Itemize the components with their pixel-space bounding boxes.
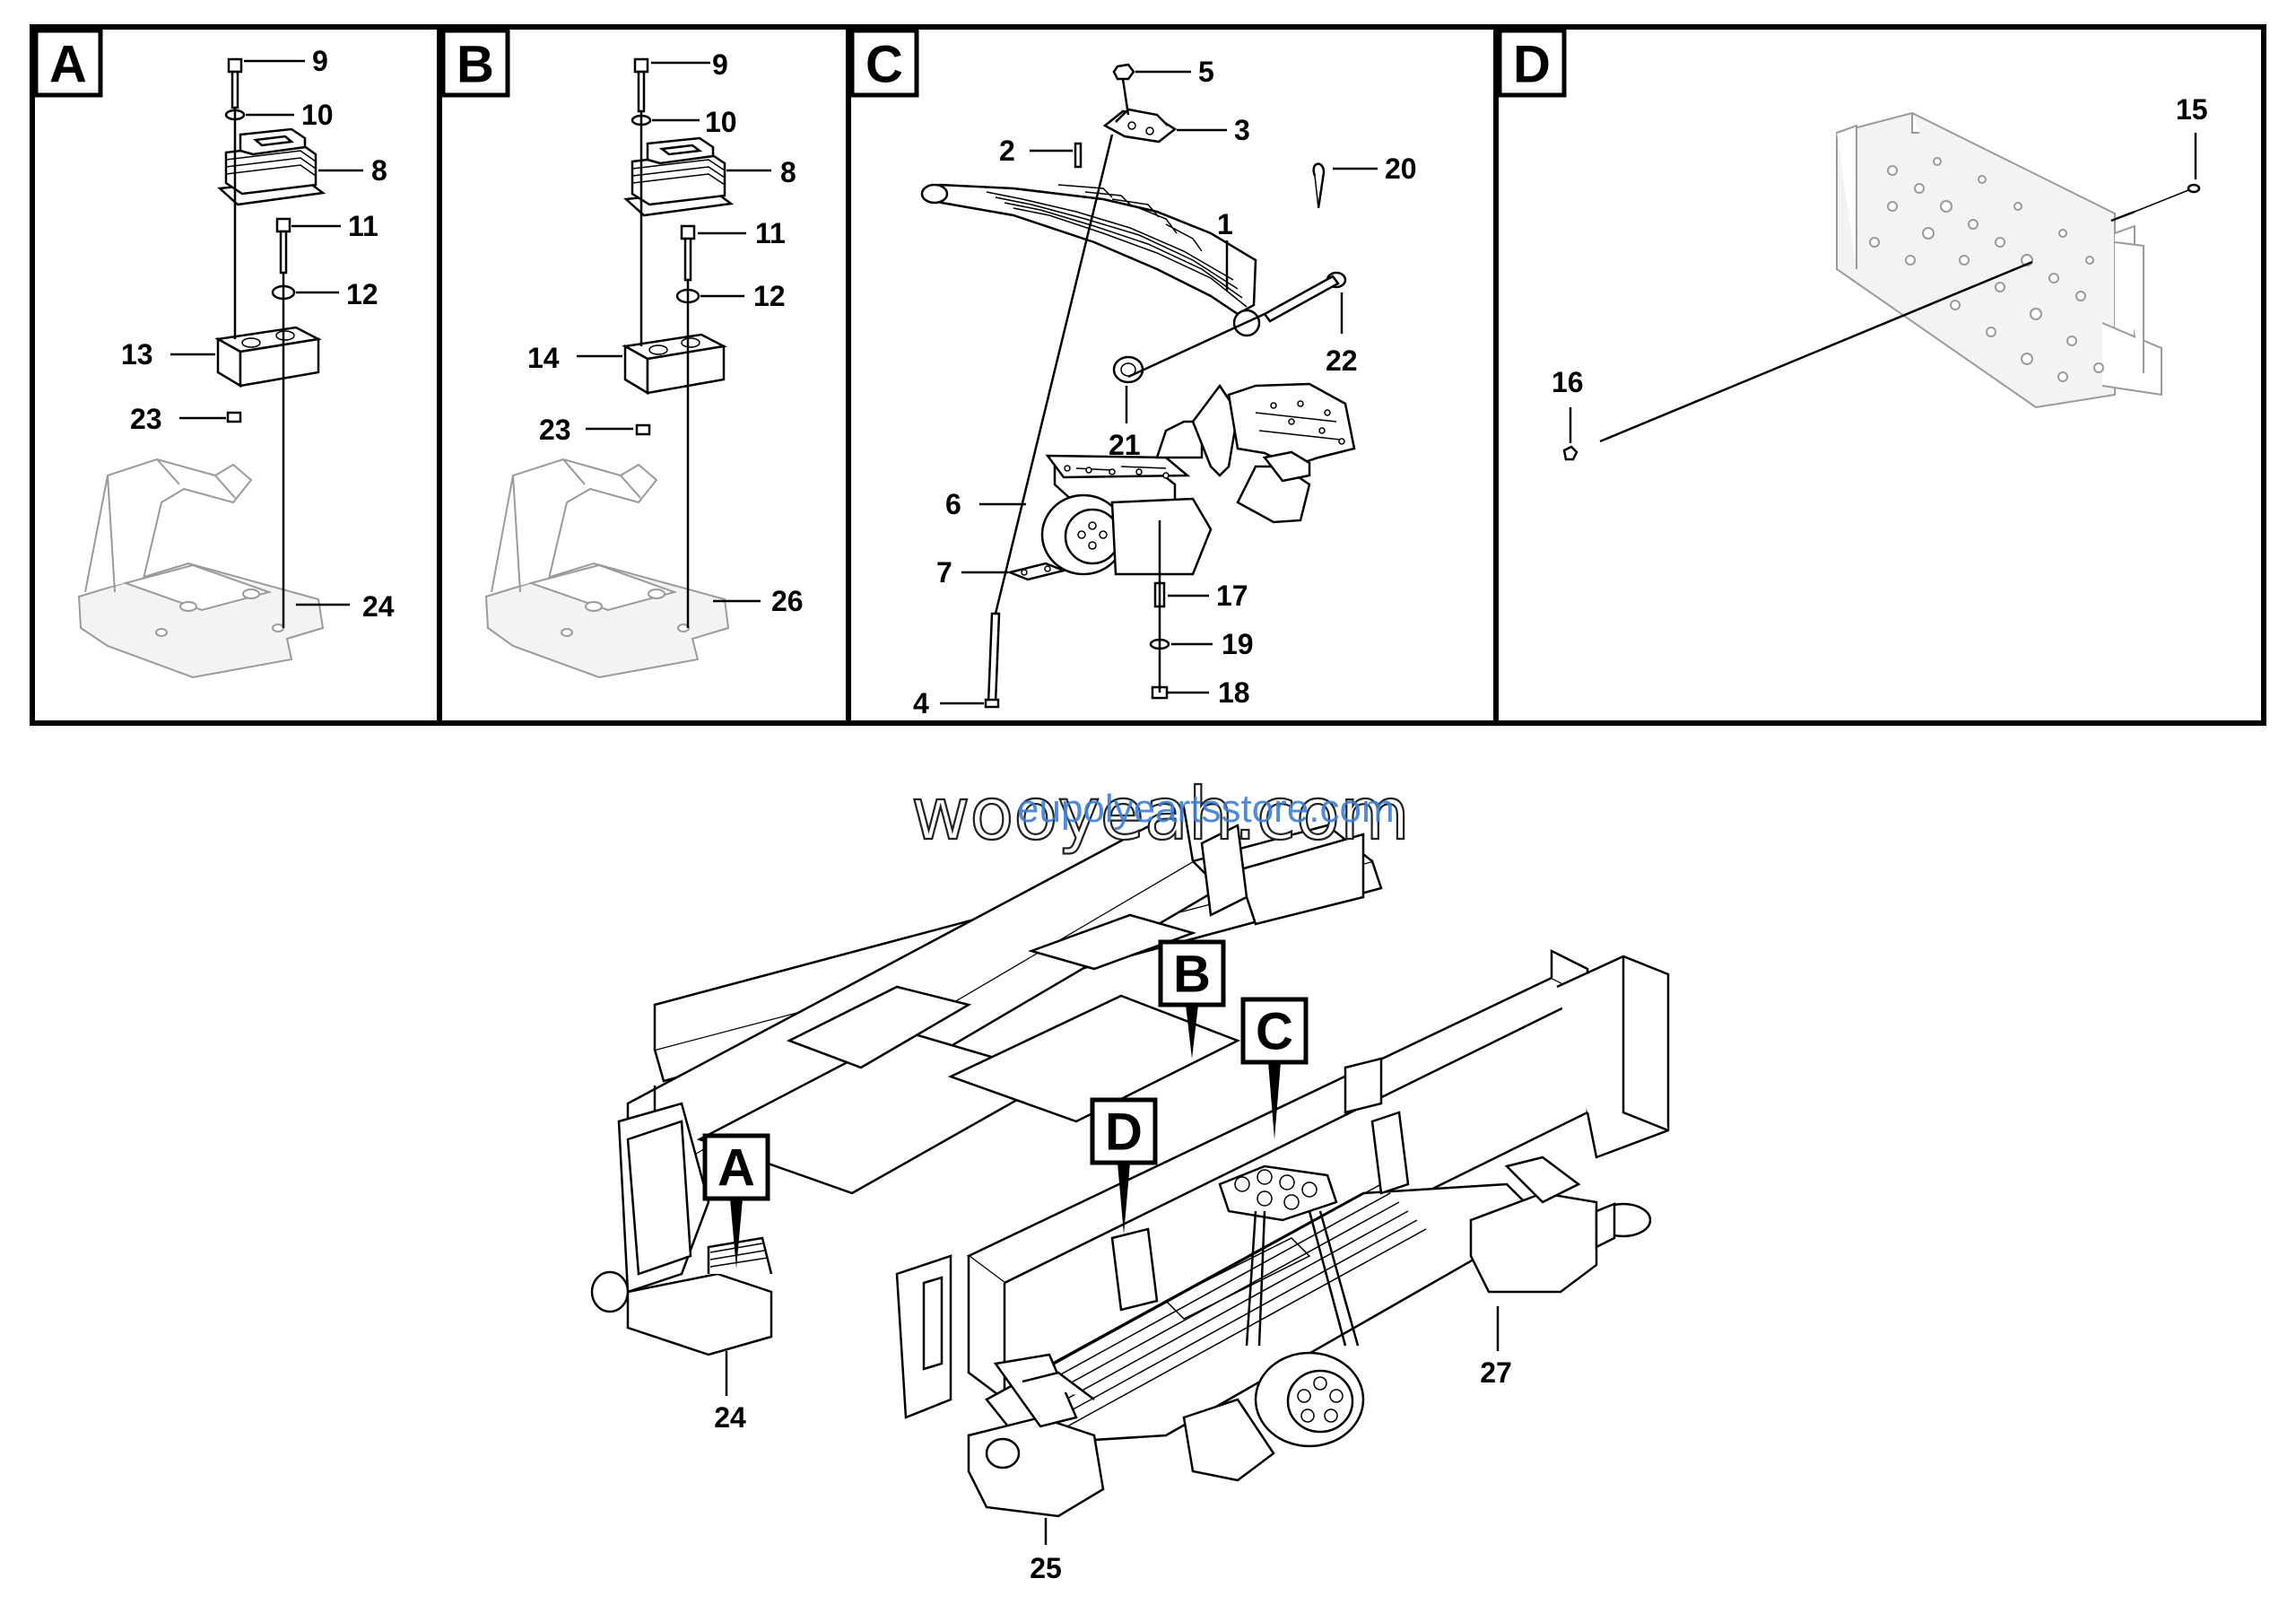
callout-10: 10 — [301, 99, 334, 131]
overview-tag-b: B — [1158, 939, 1226, 1059]
nut-16 — [1562, 445, 1578, 461]
callout-4: 4 — [913, 687, 929, 719]
callout-12: 12 — [346, 278, 378, 310]
frame-plate — [1836, 111, 2162, 409]
clamp-plate-7 — [1005, 562, 1068, 581]
left-bracket-overview — [895, 1254, 952, 1419]
chassis-overview: B C D A 24 27 25 — [590, 806, 1670, 1584]
nut-23 — [226, 411, 242, 423]
callout-12: 12 — [753, 280, 786, 312]
left-end-plate — [617, 1102, 710, 1294]
callout-11: 11 — [755, 217, 786, 249]
buffer-24-overview — [590, 1236, 773, 1356]
overview-callout-27: 27 — [1480, 1356, 1512, 1389]
callout-21: 21 — [1109, 429, 1141, 461]
bolt-11 — [275, 217, 291, 275]
callout-7: 7 — [936, 556, 952, 589]
callout-1: 1 — [1217, 208, 1233, 240]
axle-hub-overview — [1182, 1351, 1365, 1482]
mount-bracket-24 — [77, 458, 325, 679]
rubber-buffer-8 — [217, 127, 326, 206]
callout-20: 20 — [1385, 153, 1417, 185]
panel-b-tag: B — [440, 28, 510, 98]
spring-hanger — [1155, 382, 1356, 524]
u-bolt-4 — [984, 612, 1001, 709]
panel-a: A — [33, 28, 395, 679]
frame-plate-d-overview — [1110, 1057, 1410, 1312]
svg-text:B: B — [1173, 946, 1211, 1004]
callout-22: 22 — [1326, 344, 1358, 377]
overview-callout-24: 24 — [714, 1401, 746, 1434]
panel-d-tag: D — [1497, 28, 1567, 98]
svg-text:A: A — [718, 1139, 755, 1198]
panel-d: D — [1497, 28, 2208, 461]
callout-24: 24 — [362, 590, 395, 623]
callout-16: 16 — [1552, 366, 1584, 398]
panel-b: B — [440, 28, 804, 679]
nut-23 — [635, 423, 651, 436]
svg-text:C: C — [865, 36, 903, 94]
callout-26: 26 — [771, 585, 804, 617]
bolt-15 — [2134, 183, 2201, 213]
callout-15: 15 — [2176, 93, 2208, 126]
panel-a-tag: A — [33, 28, 103, 98]
leaf-spring-1 — [920, 183, 1261, 337]
callout-9: 9 — [312, 45, 328, 77]
svg-text:A: A — [49, 36, 87, 94]
bolt-11 — [680, 224, 696, 282]
pin-2 — [1074, 142, 1083, 169]
overview-tag-c: C — [1240, 997, 1309, 1139]
callout-23: 23 — [539, 414, 571, 446]
svg-text:wooyeah.com: wooyeah.com — [911, 772, 1410, 856]
rubber-buffer-8 — [623, 136, 735, 217]
overview-callout-25: 25 — [1030, 1552, 1062, 1584]
callout-2: 2 — [999, 135, 1015, 167]
callout-6: 6 — [945, 488, 961, 520]
center-crossmember — [696, 913, 1241, 1195]
axle-seat-6 — [1040, 454, 1213, 576]
bracket-27-overview — [1469, 1155, 1652, 1294]
callout-14: 14 — [527, 342, 560, 374]
retaining-pin-20 — [1312, 162, 1326, 209]
svg-text:C: C — [1256, 1003, 1293, 1061]
callout-17: 17 — [1216, 580, 1248, 612]
callout-11: 11 — [348, 210, 378, 242]
svg-text:B: B — [457, 36, 494, 94]
mount-bracket-26 — [484, 458, 730, 679]
svg-text:D: D — [1513, 36, 1551, 94]
spring-cap-3 — [1102, 108, 1178, 144]
callout-23: 23 — [130, 403, 162, 435]
bolt-9 — [633, 57, 649, 113]
block-13 — [214, 326, 322, 388]
block-14 — [622, 333, 727, 396]
callout-8: 8 — [780, 156, 796, 188]
bushing-21 — [1112, 355, 1144, 384]
callout-8: 8 — [371, 154, 387, 187]
bolt-9 — [227, 57, 243, 109]
callout-9: 9 — [712, 48, 728, 81]
callout-10: 10 — [705, 106, 737, 138]
shackle-bolt-22 — [1263, 271, 1347, 323]
overview-tag-d: D — [1090, 1097, 1158, 1234]
callout-18: 18 — [1218, 676, 1250, 709]
overview-tag-a: A — [702, 1133, 770, 1269]
bracket-25-overview — [967, 1353, 1105, 1518]
watermark: wooyeah.com eupolyeartsstore.com — [910, 772, 1411, 857]
callout-19: 19 — [1222, 628, 1254, 660]
panel-c: C — [849, 28, 1417, 719]
callout-5: 5 — [1198, 56, 1214, 88]
panel-c-tag: C — [849, 28, 919, 98]
callout-3: 3 — [1234, 114, 1250, 146]
nut-5 — [1112, 63, 1135, 81]
svg-text:D: D — [1105, 1103, 1143, 1162]
svg-text:eupolyeartsstore.com: eupolyeartsstore.com — [1017, 787, 1395, 831]
callout-13: 13 — [121, 338, 153, 371]
panel-frames — [30, 24, 2266, 726]
